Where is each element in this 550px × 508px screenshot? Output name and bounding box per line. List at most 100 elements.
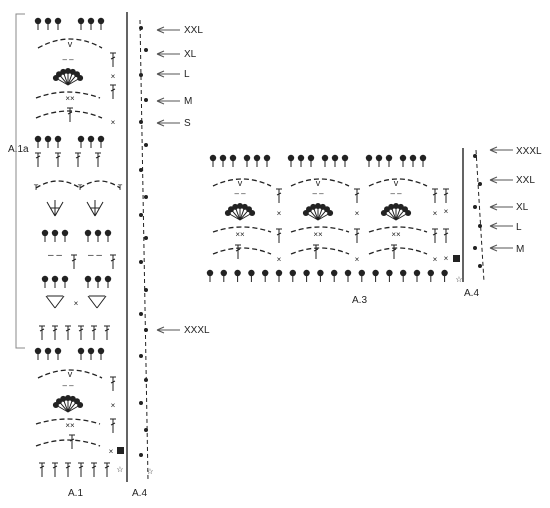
edge-dot [139, 453, 143, 457]
puff-stitch [427, 269, 434, 277]
edge-dot [139, 213, 143, 217]
puff-stitch [34, 17, 42, 25]
puff-stitch [51, 275, 59, 283]
puff-stitch [94, 229, 102, 237]
chart-a1a-label: A.1a [8, 144, 29, 155]
fan-puff [60, 68, 67, 75]
edge-dot [144, 195, 148, 199]
chain-arc [35, 180, 81, 189]
v-right [96, 295, 107, 309]
star-mark: ☆ [455, 275, 462, 284]
chain-marks: – – [390, 189, 402, 198]
chain-marks: – – [48, 250, 62, 261]
puff-stitch [234, 269, 241, 277]
chain-arc [35, 418, 101, 425]
chain-arc [368, 247, 428, 255]
chain-arc [79, 180, 121, 189]
treble-mark: т [34, 182, 39, 193]
puff-stitch [97, 17, 105, 25]
puff-stitch [61, 275, 69, 283]
treble-cross [110, 258, 116, 262]
puff-stitch [229, 154, 237, 162]
treble-cross [276, 232, 282, 236]
size-arrow-head [156, 26, 165, 34]
single-crochet-pair: ×× [235, 230, 245, 239]
fan-puff [60, 395, 67, 402]
fan-puff [77, 402, 84, 408]
size-arrow-head [489, 146, 498, 154]
treble-cross [110, 422, 116, 426]
fan-puff [405, 210, 412, 216]
double-crochet-cross [35, 155, 41, 159]
fan-puff [388, 203, 395, 210]
edge-dash [475, 149, 485, 283]
double-crochet-cross [78, 465, 84, 469]
puff-stitch [209, 154, 217, 162]
puff-stitch [94, 275, 102, 283]
start-square [117, 447, 124, 454]
size-label-xxl-right: XXL [516, 175, 535, 186]
edge-dot [144, 378, 148, 382]
edge-dot [139, 168, 143, 172]
edge-dot [139, 260, 143, 264]
edge-dot [144, 98, 148, 102]
puff-stitch [87, 135, 95, 143]
double-crochet-cross [65, 465, 71, 469]
puff-stitch [97, 135, 105, 143]
single-crochet: × [355, 255, 360, 264]
single-crochet: × [277, 255, 282, 264]
single-crochet: × [444, 254, 449, 263]
v-stitch: v [394, 178, 399, 188]
edge-dot [139, 26, 143, 30]
a1a-bracket [15, 13, 25, 349]
star-mark: ☆ [116, 465, 123, 474]
puff-stitch [413, 269, 421, 277]
double-crochet-cross [55, 155, 61, 159]
double-crochet-cross [95, 155, 101, 159]
puff-stitch [275, 269, 283, 277]
puff-stitch [372, 269, 379, 277]
size-arrow-head [156, 70, 165, 78]
treble-cross [67, 111, 73, 115]
puff-stitch [87, 17, 95, 25]
edge-dash [139, 19, 149, 481]
double-crochet-cross [39, 465, 45, 469]
puff-stitch [54, 347, 62, 355]
puff-stitch [51, 229, 59, 237]
chain-arc [35, 110, 103, 119]
chain-arc [368, 226, 428, 233]
puff-stitch [341, 154, 349, 162]
puff-stitch [77, 17, 85, 25]
fan-puff [232, 203, 239, 210]
single-crochet: × [74, 299, 79, 308]
edge-dot [139, 401, 143, 405]
size-arrow-head [489, 244, 498, 252]
fan-puff [65, 68, 71, 74]
puff-stitch [44, 135, 52, 143]
double-crochet-cross [104, 328, 110, 332]
puff-stitch [97, 347, 105, 355]
edge-dot [139, 120, 143, 124]
v-stitch: v [238, 178, 243, 188]
fan-puff [315, 203, 321, 209]
puff-stitch [104, 229, 112, 237]
edge-dot [144, 143, 148, 147]
treble-cross [354, 232, 360, 236]
chain-arc [37, 38, 103, 49]
puff-stitch [344, 269, 352, 277]
puff-stitch [77, 347, 85, 355]
size-label-xl-left: XL [184, 49, 197, 60]
chain-arc [35, 439, 101, 447]
chart-a3-label: A.3 [352, 295, 367, 306]
puff-stitch [34, 347, 42, 355]
size-arrow-head [156, 119, 165, 127]
treble-cross [110, 380, 116, 384]
v-stitch: v [68, 39, 73, 49]
chart-a4-label-right: A.4 [464, 288, 479, 299]
single-crochet: × [277, 209, 282, 218]
v-left [46, 201, 56, 217]
puff-stitch [331, 154, 339, 162]
puff-stitch [41, 275, 49, 283]
v-left [87, 295, 98, 309]
single-crochet: × [355, 209, 360, 218]
